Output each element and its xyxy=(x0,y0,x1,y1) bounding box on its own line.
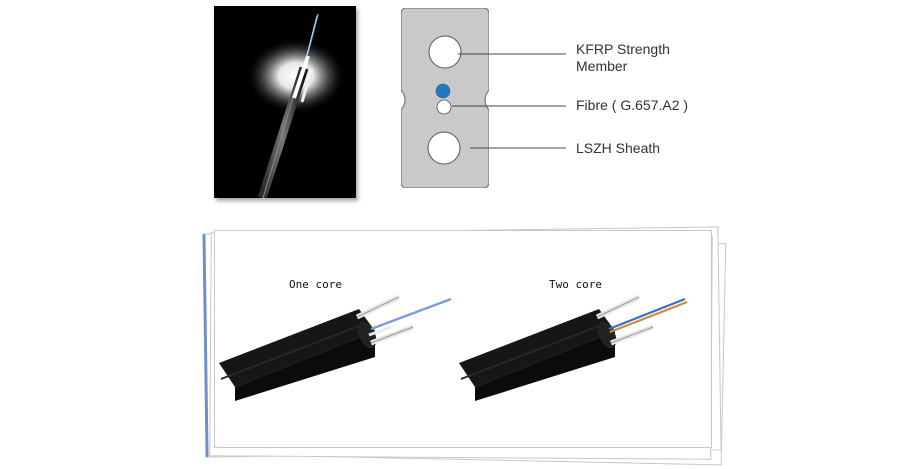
two-core-cable xyxy=(459,294,688,401)
cable-types-panel: One core Two core xyxy=(200,222,727,466)
cable-photo xyxy=(214,6,356,198)
label-fibre: Fibre ( G.657.A2 ) xyxy=(576,97,689,113)
one-core-cable xyxy=(219,294,452,401)
title-one-core: One core xyxy=(289,278,342,291)
sheet-front: One core Two core xyxy=(214,230,712,448)
cable-cross-section xyxy=(400,7,490,189)
fibre-white xyxy=(436,99,452,115)
label-strength-member: KFRP Strength Member xyxy=(576,41,670,74)
strength-member-bottom xyxy=(427,131,461,165)
title-two-core: Two core xyxy=(549,278,602,291)
strength-member-top xyxy=(428,35,462,69)
fibre-blue xyxy=(435,83,451,99)
label-sheath: LSZH Sheath xyxy=(576,140,661,156)
